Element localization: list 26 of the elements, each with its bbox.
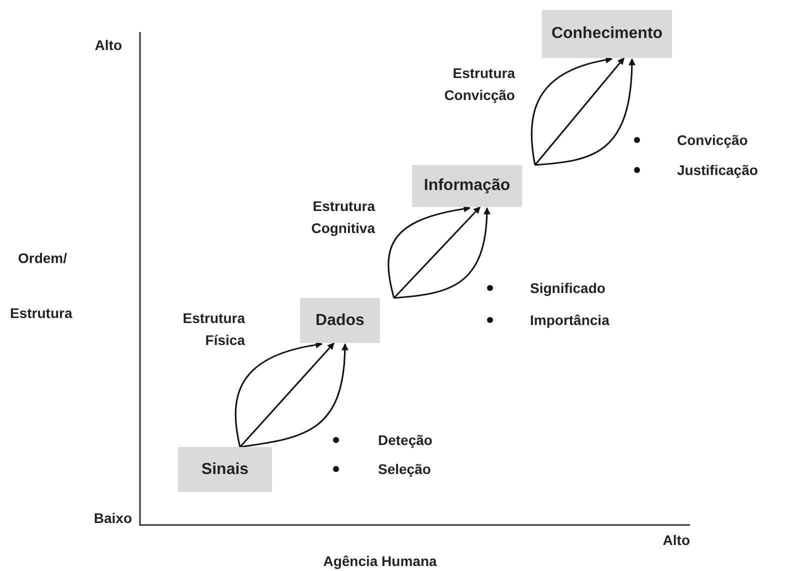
structure-label: Estrutura Física xyxy=(182,309,245,350)
axis-label: Alto xyxy=(94,36,122,55)
concept-box xyxy=(412,165,522,207)
list-item: Justificação xyxy=(677,161,759,180)
concept-label: Sinais xyxy=(201,460,249,478)
list-item: Significado xyxy=(530,279,606,298)
axis-title: Agência Humana xyxy=(322,552,438,571)
axis-label: Estrutura xyxy=(10,304,74,323)
concept-label: Dados xyxy=(316,312,364,330)
list-item: Convicção xyxy=(677,131,749,150)
concept-box xyxy=(300,298,380,343)
structure-label: Estrutura Convicção xyxy=(443,64,515,105)
concept-box xyxy=(178,447,272,492)
arrow xyxy=(388,206,471,298)
axis-label: Baixo xyxy=(92,509,132,528)
concept-label: Informação xyxy=(424,177,510,195)
list-item: Importância xyxy=(530,311,610,330)
list-item: Seleção xyxy=(378,460,432,479)
list-item: Deteção xyxy=(378,431,434,450)
axis-label: Ordem/ xyxy=(18,249,68,268)
arrow xyxy=(234,342,323,448)
arrow xyxy=(530,56,613,166)
concept-box xyxy=(542,10,672,58)
axis-label: Alto xyxy=(662,531,690,550)
concept-label: Conhecimento xyxy=(551,25,663,43)
structure-label: Estrutura Cognitiva xyxy=(310,197,375,238)
